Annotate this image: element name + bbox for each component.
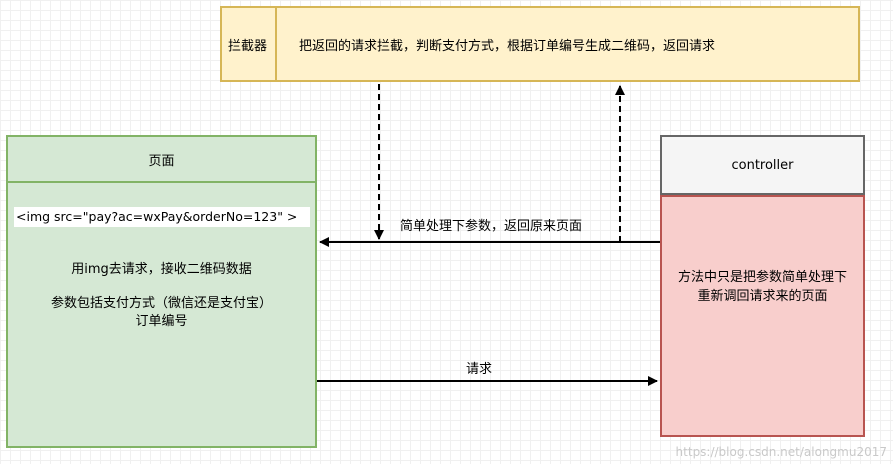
- controller-box: [660, 195, 865, 437]
- page-text-request: 用img去请求，接收二维码数据: [71, 262, 252, 277]
- img-tag-code: <img src="pay?ac=wxPay&orderNo=123" >: [14, 207, 310, 227]
- controller-title: controller: [660, 135, 865, 195]
- interceptor-label: 拦截器: [220, 6, 277, 82]
- request-edge-label: 请求: [466, 362, 493, 377]
- page-title: 页面: [6, 135, 317, 183]
- return-edge-label: 简单处理下参数，返回原来页面: [400, 219, 583, 234]
- page-text-order-no: 订单编号: [135, 314, 188, 329]
- interceptor-description: 把返回的请求拦截，判断支付方式，根据订单编号生成二维码，返回请求: [299, 38, 716, 54]
- page-text-params: 参数包括支付方式（微信还是支付宝）: [50, 296, 272, 311]
- controller-text-line1: 方法中只是把参数简单处理下: [677, 270, 847, 285]
- interceptor-box: [220, 6, 860, 82]
- watermark: https://blog.csdn.net/alongmu2017: [675, 445, 887, 459]
- controller-description: 方法中只是把参数简单处理下 重新调回请求来的页面: [660, 268, 865, 306]
- controller-text-line2: 重新调回请求来的页面: [697, 289, 828, 304]
